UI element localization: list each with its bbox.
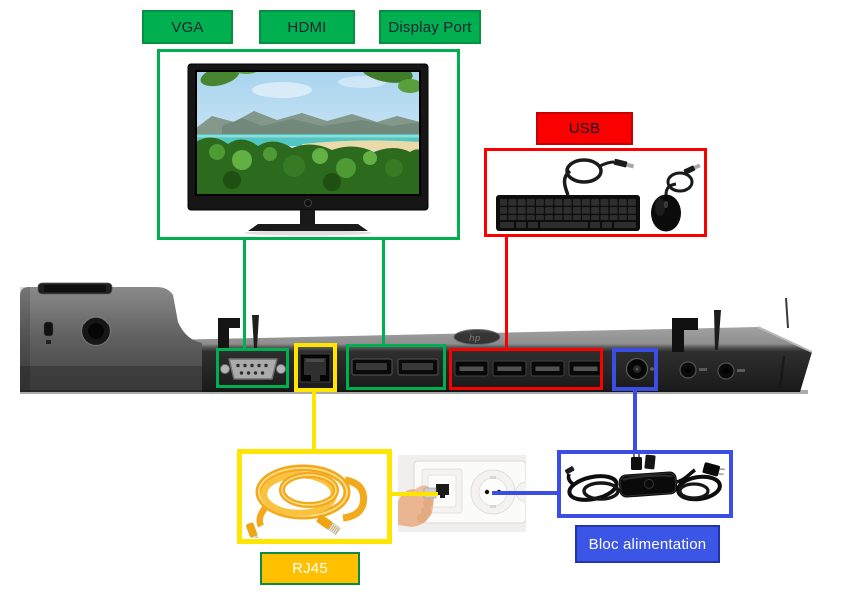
lock-slot [43, 321, 54, 337]
alignment-hook-right [672, 318, 698, 352]
plug-tips [631, 454, 656, 470]
keyboard [496, 195, 640, 231]
keyboard-mouse-highlight-box [484, 148, 707, 237]
laptop-power-adapter-photo [564, 454, 725, 502]
monitor-photo [187, 63, 429, 236]
displayport-1 [351, 358, 393, 376]
mouse [651, 194, 681, 232]
rj45-port [299, 353, 331, 383]
usb-ports-highlight-box [449, 348, 603, 390]
display-port-label: Display Port [379, 10, 481, 44]
vga-port-highlight-box [216, 348, 289, 388]
mouse-usb-connector [683, 163, 701, 175]
alignment-hook-left [218, 318, 240, 348]
dock-left-block [20, 282, 202, 392]
rj45-label-text: RJ45 [292, 560, 328, 577]
rj45-label: RJ45 [260, 552, 360, 585]
wall-plug [702, 462, 725, 477]
bloc-alimentation-label: Bloc alimentation [575, 525, 720, 563]
usb-keyboard-and-mouse-photo [496, 158, 701, 232]
hdmi-label: HDMI [259, 10, 355, 44]
power-adapter-highlight-box [557, 450, 733, 518]
adapter-brick [618, 471, 678, 498]
ethernet-cable-highlight-box [237, 449, 392, 544]
audio-jack-1 [679, 361, 707, 379]
displayport-2 [397, 358, 439, 376]
hp-logo: hp [453, 329, 501, 345]
connector-line-monitor-to-vga [243, 240, 246, 351]
vga-label-text: VGA [171, 18, 204, 36]
connector-line-cable-to-outlet [388, 492, 438, 496]
yellow-rj45-cable-photo [246, 464, 368, 538]
connector-line-keyboard-to-usb [505, 237, 508, 351]
displayport-highlight-box [346, 344, 446, 390]
audio-jack-2 [717, 362, 745, 380]
power-button[interactable] [80, 315, 112, 347]
usb-label: USB [536, 112, 633, 145]
rj45-connector-1 [316, 514, 341, 536]
vga-port [220, 358, 286, 380]
hdmi-label-text: HDMI [287, 18, 327, 36]
monitor-stand [300, 210, 315, 224]
connector-line-rj45-port-to-cable [312, 390, 316, 453]
connector-line-outlet-to-adapter [492, 491, 560, 495]
monitor-highlight-box [157, 49, 460, 240]
bloc-alimentation-label-text: Bloc alimentation [588, 535, 707, 553]
monitor-brand-logo [304, 199, 312, 207]
vga-label: VGA [142, 10, 233, 44]
rj45-connector-2 [246, 522, 261, 538]
power-jack-highlight-box [612, 348, 658, 391]
power-jack [625, 357, 654, 381]
connector-line-powerjack-to-adapter [633, 389, 637, 454]
docking-station-photo: hp [20, 282, 813, 394]
svg-text:hp: hp [469, 334, 481, 344]
usb-ports [454, 360, 603, 377]
display-port-label-text: Display Port [388, 18, 472, 36]
monitor-screen-landscape [196, 71, 420, 195]
rj45-port-highlight-box [294, 343, 337, 392]
keyboard-usb-connector [613, 158, 635, 169]
usb-label-text: USB [568, 120, 601, 137]
connector-line-monitor-to-displayport [382, 240, 385, 347]
